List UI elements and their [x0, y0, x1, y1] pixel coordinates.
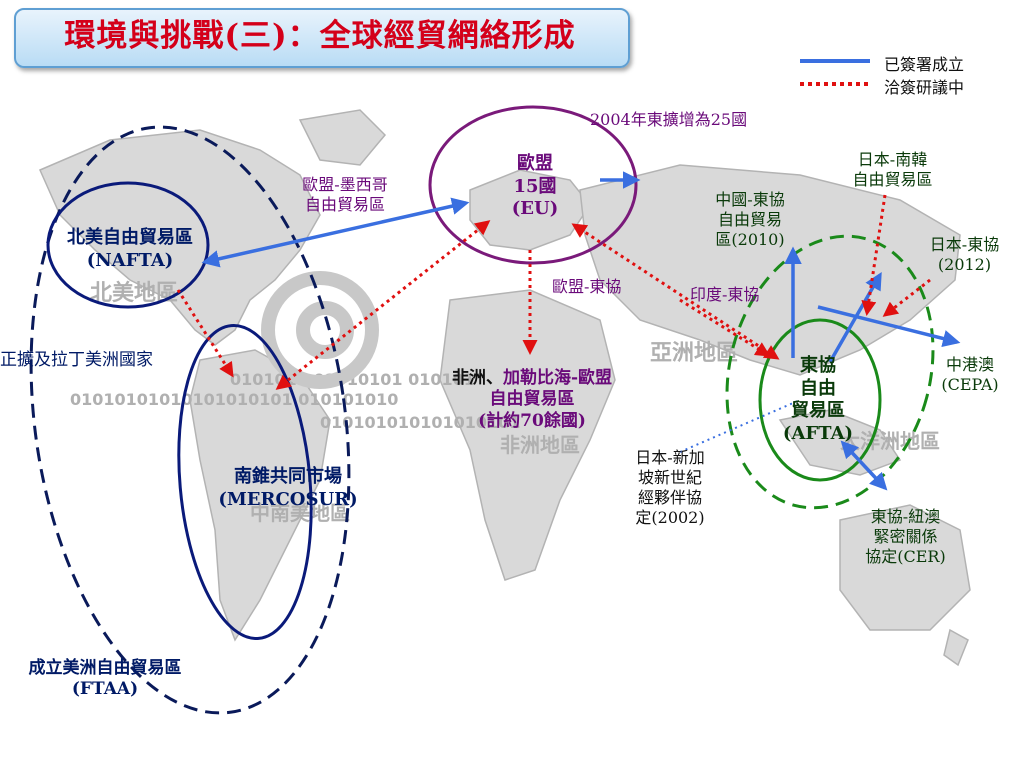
china-asean-line3: 區(2010)	[715, 230, 785, 249]
cepa-label: 中港澳 (CEPA)	[925, 355, 1015, 395]
asean-cer-label: 東協-紐澳 緊密關係 協定(CER)	[848, 507, 963, 567]
japan-korea-label: 日本-南韓 自由貿易區	[835, 150, 950, 190]
china-asean-line2: 自由貿易	[717, 210, 782, 229]
japan-singapore-line3: 經夥伴協	[637, 488, 702, 507]
eu-mexico-label: 歐盟-墨西哥 自由貿易區	[280, 175, 410, 215]
japan-singapore-label: 日本-新加 坡新世紀 經夥伴協 定(2002)	[620, 448, 720, 528]
japan-asean-label: 日本-東協 (2012)	[912, 235, 1017, 275]
asean-cer-line3: 協定(CER)	[865, 547, 946, 566]
japan-singapore-line2: 坡新世紀	[637, 468, 702, 487]
ftaa-boundary	[29, 125, 351, 715]
watermark-africa: 非洲地區	[500, 433, 580, 457]
asean-cer-line1: 東協-紐澳	[870, 507, 941, 526]
at-sign-watermark	[261, 271, 379, 389]
japan-korea-line1: 日本-南韓	[857, 150, 928, 169]
link-nafta-latin	[176, 289, 234, 378]
nafta-label-line1: 北美自由貿易區	[67, 227, 193, 248]
australia-landmass	[839, 504, 971, 631]
link-eu-asean	[571, 223, 780, 360]
cepa-line2: (CEPA)	[941, 375, 999, 394]
acp-label-part2: 加勒比海-歐盟	[502, 368, 613, 388]
link-japan-singapore	[679, 399, 801, 453]
watermark-asia: 亞洲地區	[650, 341, 738, 366]
cepa-line1: 中港澳	[945, 355, 994, 374]
watermark-binary-3: 010101010101010101	[320, 413, 520, 432]
afta-label-line3: 貿易區	[791, 400, 845, 421]
india-asean-label: 印度-東協	[690, 285, 760, 304]
japan-korea-line2: 自由貿易區	[852, 170, 933, 189]
afta-label-line2: 自由	[800, 377, 836, 399]
nafta-label: 北美自由貿易區 (NAFTA)	[50, 227, 210, 272]
mercosur-label-line2: (MERCOSUR)	[218, 488, 358, 510]
china-asean-line1: 中國-東協	[715, 190, 785, 209]
eu-label-line2: 15國	[513, 175, 557, 197]
latin-expansion-label: 正擴及拉丁美洲國家	[0, 350, 153, 370]
eu-asean-label: 歐盟-東協	[552, 277, 622, 296]
japan-asean-line2: (2012)	[937, 255, 992, 274]
eu-label: 歐盟 15國 (EU)	[490, 153, 580, 221]
afta-label-line1: 東協	[800, 355, 836, 376]
eu-expansion-note: 2004年東擴增為25國	[590, 110, 748, 129]
asean-cer-line2: 緊密關係	[873, 527, 938, 546]
new-zealand-landmass	[943, 628, 969, 667]
acp-label-part1: 非洲、	[451, 368, 503, 388]
acp-label: 非洲、加勒比海-歐盟 自由貿易區 (計約70餘國)	[422, 368, 642, 432]
page-title: 環境與挑戰(三)：全球經貿網絡形成	[64, 18, 576, 54]
eu-label-line1: 歐盟	[517, 153, 553, 174]
afta-boundary	[758, 318, 882, 482]
japan-asean-line1: 日本-東協	[929, 235, 1000, 254]
link-china-eastasia	[828, 271, 882, 363]
title-banner	[14, 8, 630, 68]
link-cepa	[817, 305, 961, 348]
negotiating-links	[176, 194, 931, 390]
mercosur-boundary	[177, 323, 313, 641]
link-india-asean	[679, 298, 771, 357]
greenland-landmass	[298, 109, 387, 166]
nafta-label-line2: (NAFTA)	[86, 249, 174, 271]
afta-label-line4: (AFTA)	[782, 422, 854, 444]
japan-singapore-line4: 定(2002)	[635, 508, 705, 527]
eu-mexico-line2: 自由貿易區	[304, 195, 385, 214]
link-eu-mercosur	[275, 220, 491, 390]
afta-label: 東協 自由 貿易區 (AFTA)	[768, 355, 868, 445]
japan-singapore-line1: 日本-新加	[635, 448, 705, 467]
legend-established-label: 已簽署成立	[884, 55, 965, 74]
mercosur-label-line1: 南錐共同市場	[234, 466, 342, 487]
link-japan-asean	[882, 278, 931, 317]
watermark-north-america: 北美地區	[90, 280, 178, 306]
eu-label-line3: (EU)	[511, 198, 559, 219]
watermark-south-america: 中南美地區	[250, 501, 350, 525]
ftaa-label-line1: 成立美洲自由貿易區	[28, 658, 182, 678]
mercosur-label: 南錐共同市場 (MERCOSUR)	[198, 466, 378, 511]
legend-negotiating-label: 洽簽研議中	[884, 78, 965, 97]
ftaa-label-line2: (FTAA)	[71, 679, 139, 700]
acp-label-line3: (計約70餘國)	[478, 410, 586, 431]
watermark-binary-2: 01010101010101010101 010101010	[70, 390, 398, 409]
link-asean-cer	[840, 440, 888, 491]
link-japan-korea	[861, 194, 887, 316]
china-asean-label: 中國-東協 自由貿易 區(2010)	[700, 190, 800, 250]
acp-label-line2: 自由貿易區	[489, 389, 575, 410]
eu-mexico-line1: 歐盟-墨西哥	[302, 175, 388, 194]
ftaa-label: 成立美洲自由貿易區 (FTAA)	[0, 658, 210, 701]
